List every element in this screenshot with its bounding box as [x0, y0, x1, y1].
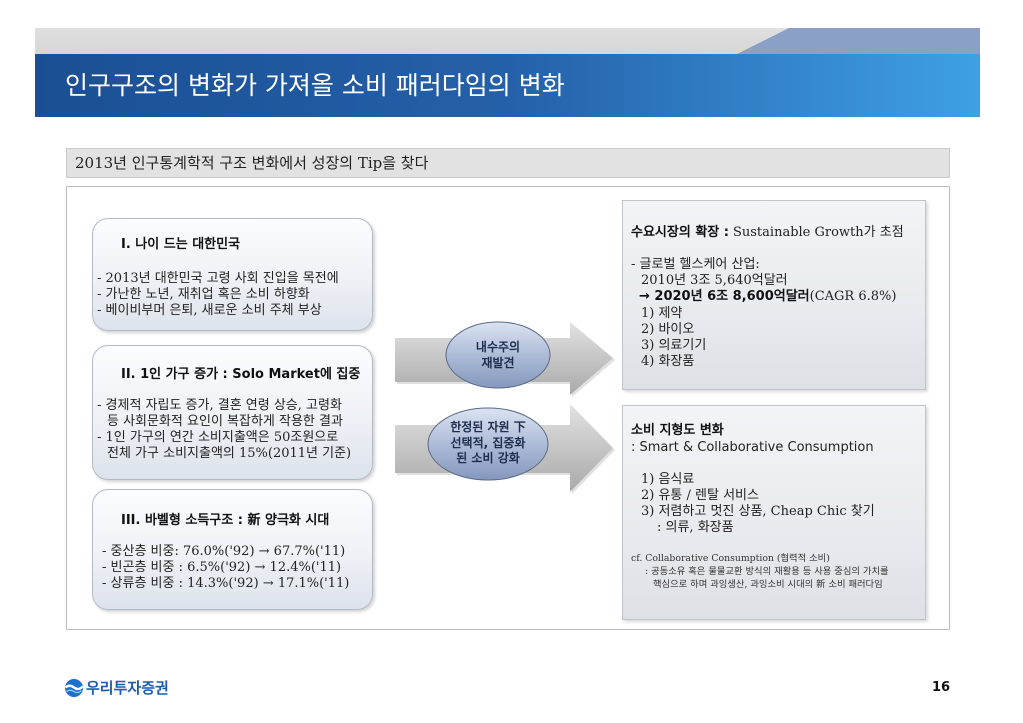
arrow-label-domestic-demand: 내수주의 재발견	[448, 339, 548, 371]
list-item: 등 사회문화적 요인이 복잡하게 작용한 결과	[107, 414, 343, 429]
note-line: cf. Collaborative Consumption (협력적 소비)	[631, 553, 830, 564]
list-item: → 2020년 6조 8,600억달러(CAGR 6.8%)	[623, 289, 925, 305]
list-item: - 1인 가구의 연간 소비지출액은 50조원으로	[97, 430, 339, 445]
info-box-title: II. 1인 가구 증가 : Solo Market에 집중	[121, 367, 361, 382]
info-box-lines: - 중산층 비중: 76.0%('92) → 67.7%('11) - 빈곤층 …	[93, 544, 372, 592]
info-box-income-structure: III. 바벨형 소득구조 : 新 양극화 시대 - 중산층 비중: 76.0%…	[92, 489, 373, 610]
consumption-change-box: 소비 지형도 변화 : Smart & Collaborative Consum…	[622, 405, 926, 620]
arrow-label-line: 재발견	[481, 356, 515, 370]
value-2020-rest: (CAGR 6.8%)	[809, 289, 897, 305]
note-line: : 공동소유 혹은 물물교환 방식의 재활용 등 사용 중심의 가치를	[645, 566, 889, 577]
arrows-graphic	[395, 321, 615, 494]
list-item: : 의류, 화장품	[657, 520, 734, 535]
list-item: 1) 제약	[641, 305, 683, 321]
header-accent-shape	[737, 28, 980, 54]
note-line: 핵심으로 하며 과잉생산, 과잉소비 시대의 新 소비 패러다임	[653, 579, 883, 590]
ellipse-badge	[427, 407, 549, 481]
subtitle-bar: 2013년 인구통계학적 구조 변화에서 성장의 Tip을 찾다	[66, 148, 950, 178]
info-box-single-household: II. 1인 가구 증가 : Solo Market에 집중 - 경제적 자립도…	[92, 345, 373, 480]
arrow-label-line: 선택적, 집중화	[450, 435, 526, 450]
arrow-label-line: 된 소비 강화	[456, 451, 520, 465]
list-item: 2010년 3조 5,640억달러	[641, 273, 788, 289]
value-2020-bold: → 2020년 6조 8,600억달러	[639, 289, 810, 305]
list-item: 전체 가구 소비지출액의 15%(2011년 기준)	[107, 446, 352, 461]
info-box-lines: - 2013년 대한민국 고령 사회 진입을 목전에 - 가난한 노년, 재취업…	[93, 271, 372, 319]
list-item: - 경제적 자립도 증가, 결혼 연령 상승, 고령화	[97, 398, 342, 413]
page-title: 인구구조의 변화가 가져올 소비 패러다임의 변화	[65, 71, 565, 100]
list-item: - 가난한 노년, 재취업 혹은 소비 하향화	[97, 287, 310, 302]
logo-icon	[64, 679, 84, 697]
title-bar: 인구구조의 변화가 가져올 소비 패러다임의 변화	[35, 54, 980, 117]
info-box-aging: I. 나이 드는 대한민국 - 2013년 대한민국 고령 사회 진입을 목전에…	[92, 218, 373, 331]
list-item: - 2013년 대한민국 고령 사회 진입을 목전에	[97, 271, 339, 286]
demand-heading-rest: Sustainable Growth가 초점	[732, 225, 904, 240]
arrow-label-line: 한정된 자원 下	[450, 420, 526, 434]
info-box-lines: - 경제적 자립도 증가, 결혼 연령 상승, 고령화 등 사회문화적 요인이 …	[93, 398, 372, 462]
arrow-label-line: 내수주의	[475, 340, 521, 354]
list-item: 2) 바이오	[641, 321, 695, 337]
list-item: - 베이비부머 은퇴, 새로운 소비 주체 부상	[97, 303, 322, 318]
list-item: 2) 유통 / 렌탈 서비스	[641, 488, 759, 503]
list-item: - 중산층 비중: 76.0%('92) → 67.7%('11)	[102, 544, 346, 559]
list-item: 3) 저렴하고 멋진 상품, Cheap Chic 찾기	[641, 504, 875, 519]
demand-market-box: 수요시장의 확장 :Sustainable Growth가 초점 - 글로벌 헬…	[622, 200, 926, 390]
info-box-title: I. 나이 드는 대한민국	[121, 237, 241, 252]
list-item: - 빈곤층 비중 : 6.5%('92) → 12.4%('11)	[102, 560, 342, 575]
list-item: - 글로벌 헬스케어 산업:	[631, 257, 760, 272]
demand-heading: 수요시장의 확장 :Sustainable Growth가 초점	[631, 225, 904, 241]
subtitle-text: 2013년 인구통계학적 구조 변화에서 성장의 Tip을 찾다	[75, 154, 429, 172]
list-item: 1) 음식료	[641, 472, 695, 487]
header-top-band	[35, 28, 980, 54]
info-box-title: III. 바벨형 소득구조 : 新 양극화 시대	[121, 513, 330, 528]
list-item: 4) 화장품	[641, 354, 695, 370]
demand-heading-bold: 수요시장의 확장 :	[631, 225, 729, 240]
company-logo-text: 우리투자증권	[86, 679, 169, 697]
consumption-subheading: : Smart & Collaborative Consumption	[631, 440, 874, 455]
demand-list: - 글로벌 헬스케어 산업: 2010년 3조 5,640억달러 → 2020년…	[623, 257, 925, 370]
consumption-list: 1) 음식료 2) 유통 / 렌탈 서비스 3) 저렴하고 멋진 상품, Che…	[623, 472, 925, 536]
ellipse-badge	[445, 321, 551, 389]
list-item: 3) 의료기기	[641, 338, 707, 354]
arrow-label-selective-consumption: 한정된 자원 下 선택적, 집중화 된 소비 강화	[428, 420, 548, 467]
page-number: 16	[932, 680, 951, 695]
list-item: - 상류층 비중 : 14.3%('92) → 17.1%('11)	[102, 576, 350, 591]
consumption-heading: 소비 지형도 변화	[631, 423, 724, 438]
collaborative-note: cf. Collaborative Consumption (협력적 소비) :…	[623, 552, 925, 591]
